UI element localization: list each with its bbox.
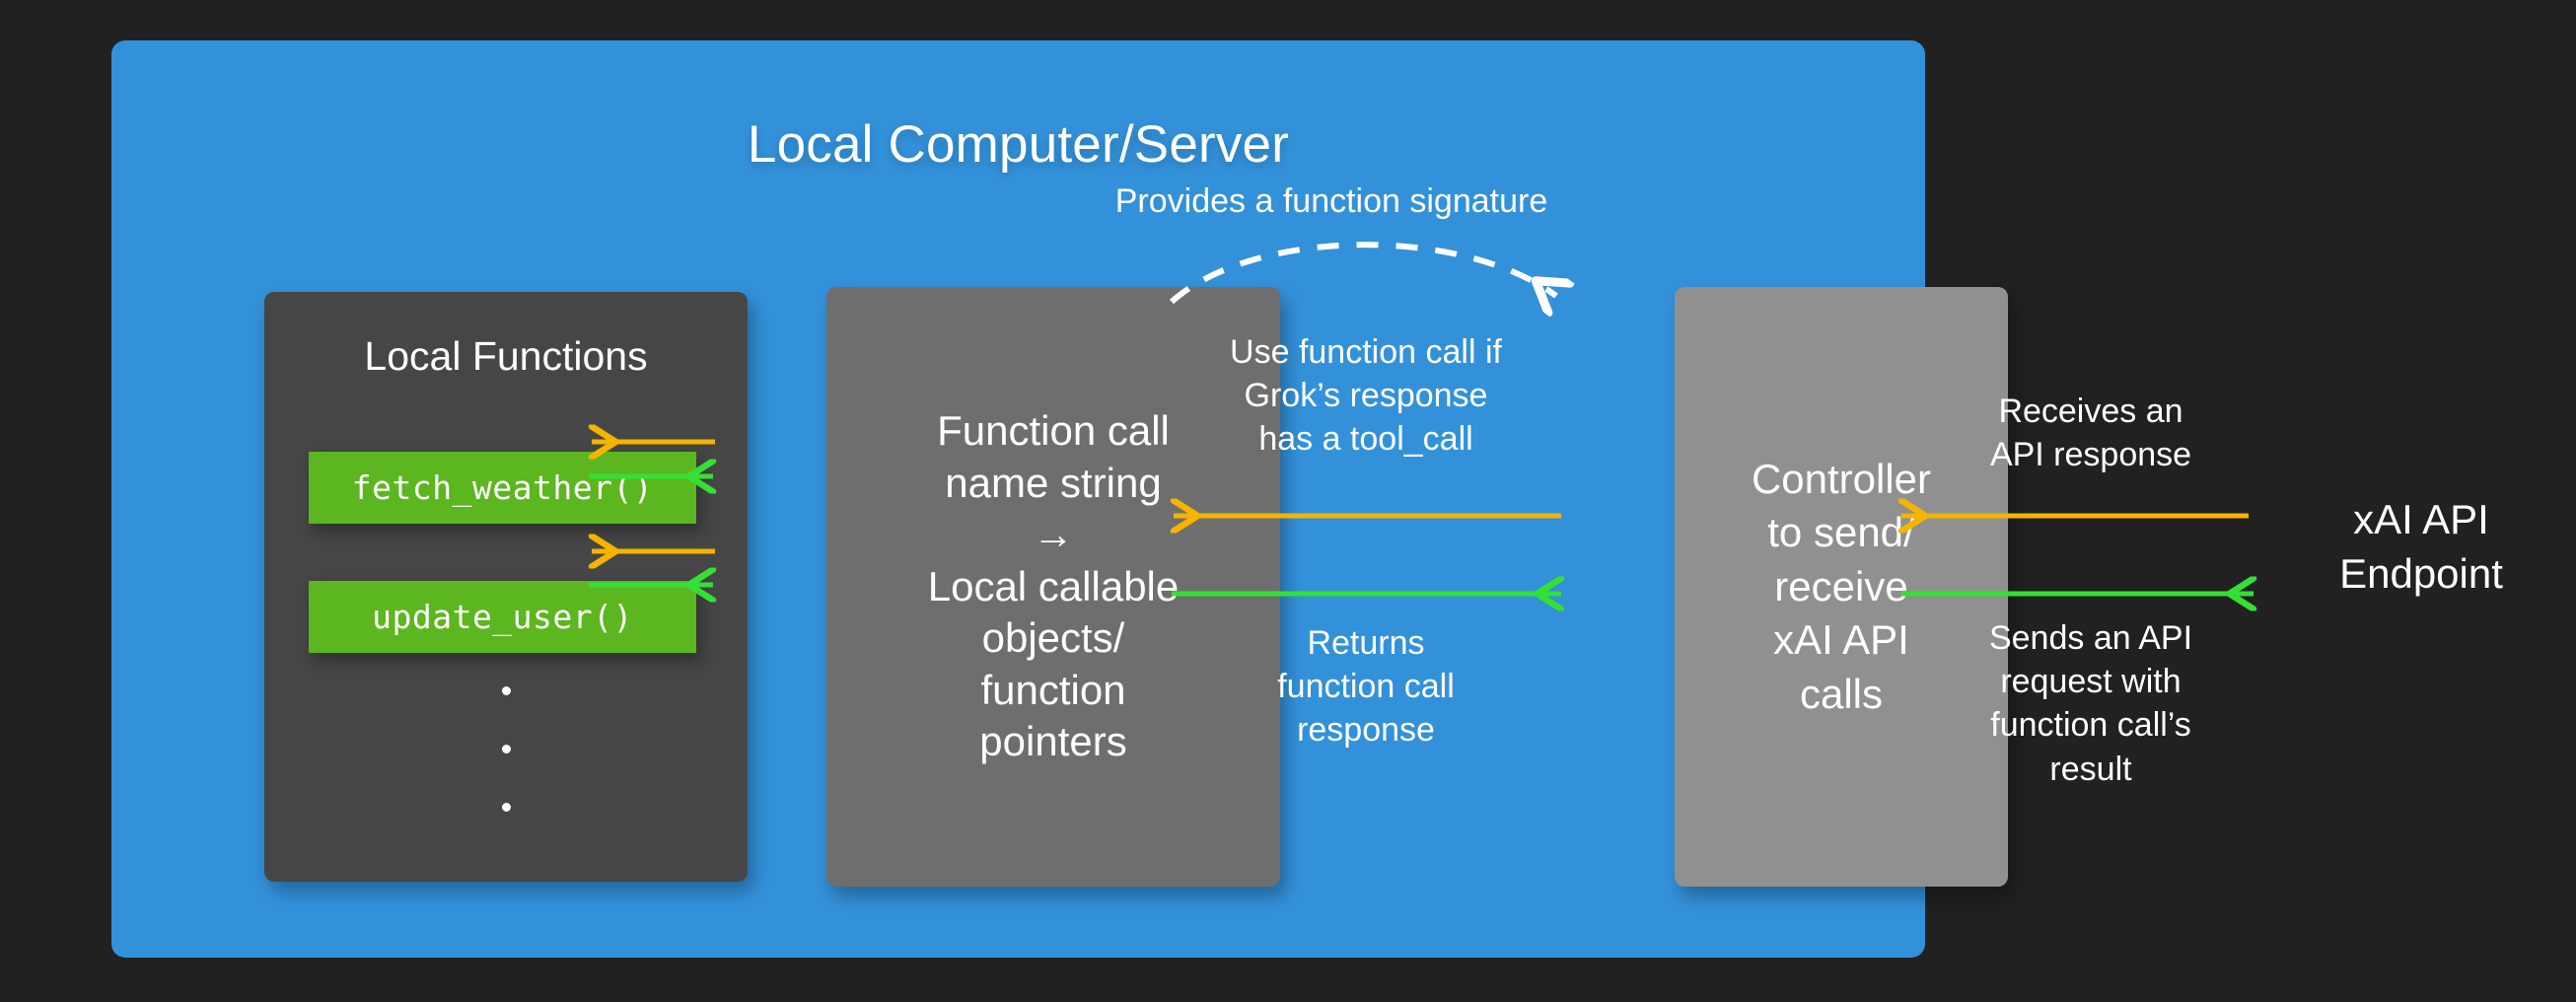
function-name-translator-box: Function call name string → Local callab… <box>826 287 1280 887</box>
label-provides-function-signature: Provides a function signature <box>1114 182 1548 220</box>
ellipsis-dot <box>501 803 511 812</box>
ellipsis-dot <box>501 745 511 753</box>
local-functions-title: Local Functions <box>364 333 648 379</box>
label-sends-api-request: Sends an API request with function call’… <box>1988 619 2193 788</box>
label-receives-api-response: Receives an API response <box>1989 393 2192 474</box>
label-use-function-call: Use function call if Grok’s response has… <box>1230 333 1502 459</box>
page-title: Local Computer/Server <box>747 115 1290 174</box>
controller-box: Controller to send/ receive xAI API call… <box>1675 287 2008 887</box>
local-functions-box: Local Functions fetch_weather() update_u… <box>264 292 748 882</box>
local-computer-panel: Local Computer/Server Local Functions fe… <box>111 40 2008 958</box>
function-chip-update-user[interactable]: update_user() <box>309 581 696 653</box>
label-returns-function-call-response: Returns function call response <box>1277 624 1455 750</box>
controller-box-text: Controller to send/ receive xAI API call… <box>1751 455 1932 717</box>
ellipsis-dot <box>501 686 511 695</box>
xai-api-endpoint-label: xAI API Endpoint <box>2339 496 2503 597</box>
vertical-ellipsis-icon <box>264 686 748 812</box>
function-chip-fetch-weather[interactable]: fetch_weather() <box>309 452 696 524</box>
translator-box-text: Function call name string → Local callab… <box>927 407 1180 765</box>
